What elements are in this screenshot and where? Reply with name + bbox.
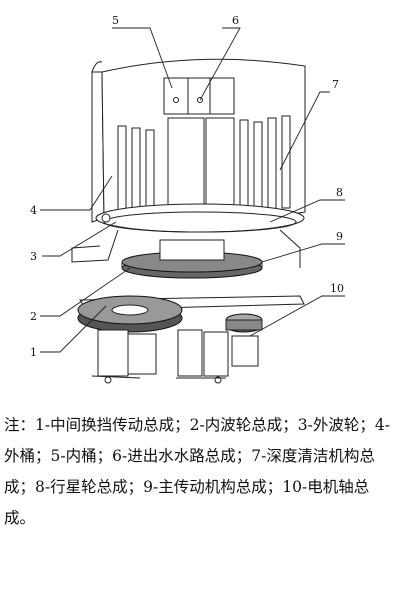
- inner-drum: [163, 77, 235, 215]
- outer-pulsator-gear: [77, 295, 183, 333]
- callout-4: 4: [30, 204, 37, 217]
- planetary-gear: [121, 239, 263, 279]
- callout-3: 3: [30, 250, 37, 263]
- caption-item-5: 5-内桶；: [50, 447, 113, 465]
- callout-8: 8: [336, 186, 343, 199]
- callout-9: 9: [336, 230, 343, 243]
- caption-item-1: 1-中间换挡传动总成；: [35, 416, 190, 434]
- motor-shaft-gear: [225, 313, 263, 333]
- caption-item-7: 7-深度清洁机构总成；: [4, 447, 375, 496]
- figure-caption: 注：1-中间换挡传动总成；2-内波轮总成；3-外波轮；4-外桶；5-内桶；6-进…: [4, 410, 394, 534]
- caption-prefix: 注：: [4, 416, 36, 434]
- caption-item-3: 3-外波轮；: [297, 416, 375, 434]
- callout-7: 7: [332, 78, 339, 91]
- caption-item-6: 6-进出水水路总成；: [112, 447, 252, 465]
- caption-item-8: 8-行星轮总成；: [35, 478, 144, 496]
- callout-2: 2: [30, 310, 37, 323]
- callout-10: 10: [330, 282, 344, 295]
- caption-item-4: 4-外桶；: [4, 416, 390, 465]
- motor-housing: [91, 329, 259, 384]
- caption-item-9: 9-主传动机构总成；: [143, 478, 283, 496]
- assembly-diagram: 5 6 7 4 8 9 3 2 1 10: [30, 14, 345, 384]
- caption-item-2: 2-内波轮总成；: [189, 416, 298, 434]
- callout-6: 6: [232, 14, 239, 27]
- callout-5: 5: [112, 14, 119, 27]
- callout-1: 1: [30, 346, 37, 359]
- caption-item-10: 10-电机轴总成。: [4, 478, 370, 527]
